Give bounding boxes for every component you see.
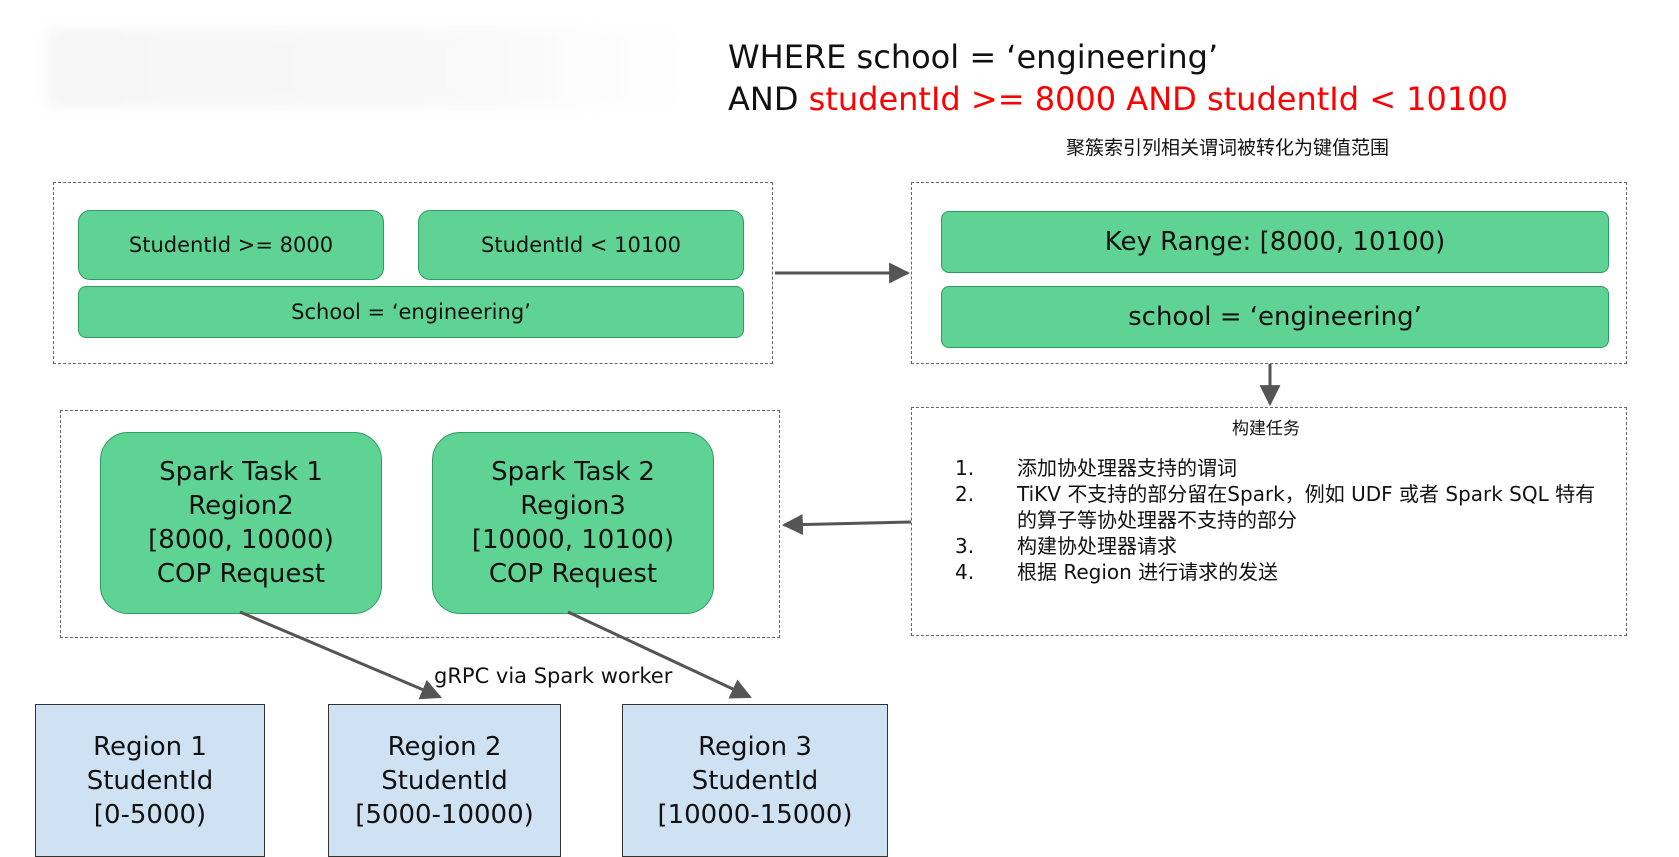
sql-highlighted-predicate: studentId >= 8000 AND studentId < 10100: [808, 80, 1508, 118]
blurred-title: [48, 28, 688, 108]
region-2-box: Region 2 StudentId [5000-10000): [328, 704, 561, 857]
step-item: 2. TiKV 不支持的部分留在Spark，例如 UDF 或者 Spark SQL…: [955, 481, 1615, 533]
step-number: 2.: [955, 482, 975, 506]
task-region: Region2: [188, 491, 294, 521]
task-range: [8000, 10000): [148, 525, 334, 555]
step-item: 3. 构建协处理器请求: [955, 533, 1615, 559]
key-range-frame: [911, 182, 1627, 364]
build-task-frame: [911, 407, 1627, 636]
region-name: Region 1: [93, 731, 207, 762]
step-number: 1.: [955, 456, 975, 480]
sql-and-line: AND studentId >= 8000 AND studentId < 10…: [728, 80, 1508, 118]
region-key: StudentId: [86, 765, 214, 796]
predicate-conversion-caption: 聚簇索引列相关谓词被转化为键值范围: [1066, 137, 1390, 159]
step-number: 3.: [955, 534, 975, 558]
task-title: Spark Task 1: [159, 457, 323, 487]
region-1-box: Region 1 StudentId [0-5000): [35, 704, 265, 857]
step-text: TiKV 不支持的部分留在Spark，例如 UDF 或者 Spark SQL 特…: [1017, 482, 1596, 532]
region-name: Region 3: [698, 731, 812, 762]
arrow-task1-to-region2: [239, 610, 442, 700]
region-key: StudentId: [381, 765, 508, 796]
region-name: Region 2: [387, 731, 502, 762]
step-text: 构建协处理器请求: [1017, 534, 1177, 558]
spark-tasks-frame: [60, 410, 780, 638]
key-range-box: Key Range: [8000, 10100): [941, 211, 1609, 273]
step-text: 添加协处理器支持的谓词: [1017, 456, 1237, 480]
predicate-studentid-gte: StudentId >= 8000: [78, 210, 384, 280]
spark-task-2: Spark Task 2 Region3 [10000, 10100) COP …: [432, 432, 714, 614]
sql-and-keyword: AND: [728, 80, 809, 118]
region-key: StudentId: [691, 765, 819, 796]
predicates-frame: [53, 182, 773, 364]
region-3-box: Region 3 StudentId [10000-15000): [622, 704, 888, 857]
step-number: 4.: [955, 560, 975, 584]
task-title: Spark Task 2: [491, 457, 655, 487]
school-filter-box: school = ‘engineering’: [941, 286, 1609, 348]
task-request: COP Request: [488, 559, 658, 589]
task-request: COP Request: [156, 559, 326, 589]
build-task-steps: 1. 添加协处理器支持的谓词 2. TiKV 不支持的部分留在Spark，例如 UD…: [955, 455, 1615, 585]
sql-where-line: WHERE school = ‘engineering’: [728, 38, 1219, 76]
region-range: [0-5000): [93, 799, 207, 830]
predicate-studentid-lt: StudentId < 10100: [418, 210, 744, 280]
step-item: 4. 根据 Region 进行请求的发送: [955, 559, 1615, 585]
grpc-caption: gRPC via Spark worker: [434, 664, 673, 688]
spark-task-1: Spark Task 1 Region2 [8000, 10000) COP R…: [100, 432, 382, 614]
step-item: 1. 添加协处理器支持的谓词: [955, 455, 1615, 481]
arrow-task2-to-region3: [567, 610, 752, 699]
task-range: [10000, 10100): [471, 525, 675, 555]
predicate-school: School = ‘engineering’: [78, 286, 744, 338]
region-range: [10000-15000): [657, 799, 853, 830]
region-range: [5000-10000): [355, 799, 534, 830]
step-text: 根据 Region 进行请求的发送: [1017, 560, 1279, 584]
task-region: Region3: [520, 491, 626, 521]
arrow-build-to-tasks: [781, 514, 912, 536]
build-task-caption: 构建任务: [1232, 419, 1300, 439]
